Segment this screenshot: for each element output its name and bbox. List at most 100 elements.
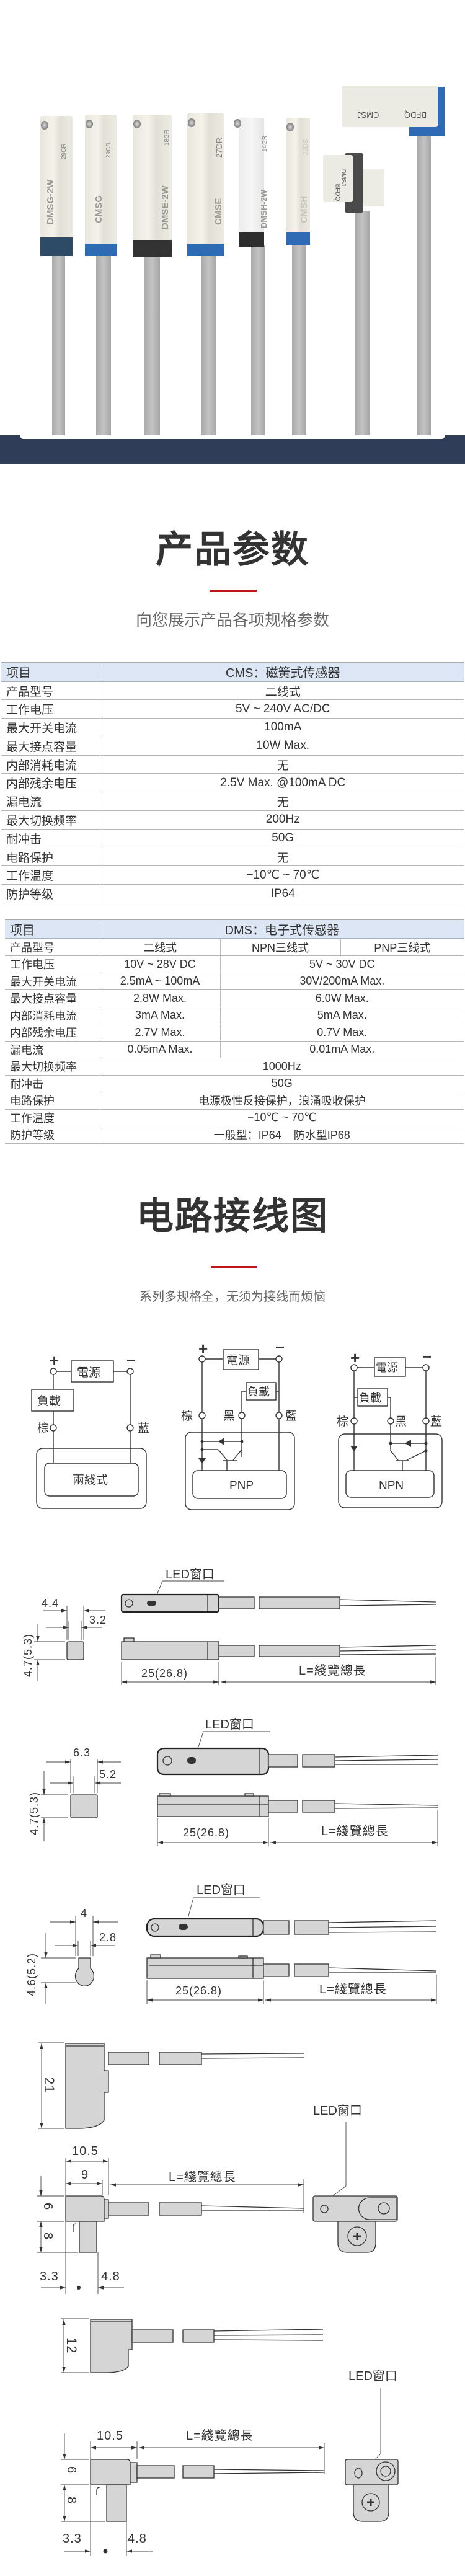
upper-height-dim: 6 (64, 2466, 78, 2474)
blue-wire-label: 藍 (285, 1409, 297, 1423)
header-item: 项目 (1, 662, 102, 682)
sensor-model-label: CMSG (94, 195, 104, 223)
end-inner-width-dim: 5.2 (99, 1768, 117, 1781)
wiring-diagram-pnp: + − 電源 負載 棕 黑 藍 PNP (181, 1338, 297, 1510)
sensor-cable (96, 254, 111, 435)
offset-a-dim: 3.3 (40, 2270, 59, 2283)
end-height-dim: 4.7(5.3) (22, 1634, 34, 1677)
header-dms: DMS：电子式传感器 (100, 919, 464, 939)
dimension-drawing-2: LED窗口 25(26.8) L=綫覽總長 6.3 5.2 4.7(5.3) (28, 1717, 438, 1846)
cable-length-dim: L=綫覽總長 (321, 1824, 389, 1838)
value-three-wire: 30V/200mA Max. (220, 973, 464, 990)
upper-height-dim: 6 (41, 2203, 55, 2210)
sensor-cmsj: CMSJ BFDQ (342, 86, 445, 138)
value-two-wire: 3mA Max. (100, 1007, 221, 1024)
row-value: 1000Hz (100, 1058, 464, 1076)
wiring-diagrams: + − 電源 負載 棕 藍 兩綫式 + − 電源 負載 棕 黑 藍 (31, 1338, 443, 1510)
sensor-model-label: DMSH-2W (259, 189, 268, 228)
screw-icon (188, 118, 195, 127)
end-width-dim: 4 (81, 1907, 87, 1919)
value-three-wire: 6.0W Max. (220, 989, 464, 1007)
sensor-model-label: DMSG-2W (45, 179, 56, 225)
params-title: 产品参数 (156, 529, 309, 570)
brown-wire-label: 棕 (37, 1422, 49, 1435)
offset-b-dim: 4.8 (128, 2532, 147, 2546)
minus-terminal-label: − (126, 1351, 136, 1370)
dimension-drawing-4: 21 10.5 9 L=綫覽總長 6 8 3.3 4.8 LED窗口 (37, 2042, 398, 2294)
sensor-model-label: CMSH (299, 195, 309, 223)
row-label: 内部残余电压 (5, 1024, 100, 1042)
value-two-wire: 2.7V Max. (100, 1024, 221, 1042)
sensor-code-label: 18GR (164, 129, 170, 146)
load-label: 負載 (247, 1386, 270, 1398)
sensor-code-label: 29CR (61, 143, 68, 159)
screw-icon (133, 120, 141, 128)
pnp-type-label: PNP (229, 1479, 254, 1492)
table-row: 工作温度−10℃ ~ 70℃ (5, 1109, 464, 1126)
sensor-dmsj: DMSJ BFDQ (322, 152, 384, 214)
end-width-dim: 4.4 (42, 1597, 59, 1609)
row-label: 最大切换频率 (1, 810, 102, 830)
cable-length-dim: L=綫覽總長 (169, 2170, 236, 2184)
power-source-label: 電源 (226, 1353, 250, 1367)
body-length-dim: 25(26.8) (175, 1985, 222, 1997)
row-label: 内部消耗电流 (5, 1007, 100, 1024)
header-item: 项目 (5, 919, 100, 939)
sensor-code-label: BFDQ (404, 110, 427, 120)
model-npn: NPN三线式 (220, 939, 341, 956)
value-three-wire: 0.7V Max. (220, 1024, 464, 1042)
wiring-diagram-npn: + − 電源 負載 棕 黑 藍 NPN (337, 1347, 443, 1508)
row-value: 无 (102, 848, 464, 867)
sensor-cmsh: CMSH 23DS (286, 118, 310, 245)
row-label: 电路保护 (1, 848, 102, 867)
row-value: 电源极性反接保护，浪涌吸收保护 (100, 1092, 464, 1110)
hero-product-image: DMSG-2W 29CR CMSG 29CR DMSE-2W 18GR CMSE… (0, 0, 465, 471)
row-label: 产品型号 (5, 939, 100, 956)
sensor-code-label: 23DS (303, 139, 309, 155)
sensor-cable (144, 254, 160, 435)
value-two-wire: 10V ~ 28V DC (100, 955, 221, 973)
value-two-wire: 2.5mA ~ 100mA (100, 973, 221, 990)
wiring-subtitle: 系列多规格全，无须为接线而烦恼 (140, 1290, 326, 1304)
row-label: 最大接点容量 (5, 989, 100, 1007)
body-length-dim: 25(26.8) (141, 1667, 188, 1680)
row-label: 漏电流 (5, 1041, 100, 1058)
sensor-cable (251, 245, 265, 435)
value-three-wire: 5V ~ 30V DC (220, 955, 464, 973)
sensor-code-label: 14GR (262, 135, 268, 152)
model-pnp: PNP三线式 (340, 939, 464, 956)
led-window-label: LED窗口 (166, 1567, 215, 1582)
plus-terminal-label: + (50, 1351, 59, 1370)
header-cms: CMS：磁簧式传感器 (102, 662, 464, 682)
screw-icon (234, 119, 241, 128)
screw-icon (286, 123, 294, 131)
sensor-model-label: DMSE-2W (160, 185, 170, 229)
row-value: 一般型：IP64 防水型IP68 (100, 1126, 464, 1144)
row-label: 工作温度 (1, 865, 102, 885)
two-wire-type-label: 兩綫式 (73, 1473, 108, 1487)
load-label: 負載 (37, 1394, 61, 1408)
plus-terminal-label: + (350, 1348, 360, 1367)
table-row: 产品型号二线式 (1, 681, 464, 701)
width-dim: 10.5 (72, 2144, 99, 2158)
row-value: 二线式 (102, 681, 464, 701)
table-row: 漏电流无 (1, 792, 464, 812)
sensor-model-label: CMSJ (357, 110, 379, 120)
hero-base-band (0, 435, 465, 464)
wiring-title: 电路接线图 (136, 1195, 329, 1237)
value-three-wire: 0.01mA Max. (220, 1041, 464, 1058)
sensor-dmsg-2w: DMSG-2W 29CR (40, 116, 73, 256)
table-row: 电路保护电源极性反接保护，浪涌吸收保护 (5, 1092, 464, 1110)
body-length-dim: 25(26.8) (183, 1826, 229, 1839)
sensor-cable (202, 254, 216, 435)
wiring-diagram-two-wire: + − 電源 負載 棕 藍 兩綫式 (31, 1351, 149, 1509)
row-label: 最大开关电流 (5, 973, 100, 990)
hero-base-notch (20, 435, 445, 439)
sensor-dmse-2w: DMSE-2W 18GR (133, 115, 172, 257)
led-window-label: LED窗口 (313, 2104, 362, 2118)
